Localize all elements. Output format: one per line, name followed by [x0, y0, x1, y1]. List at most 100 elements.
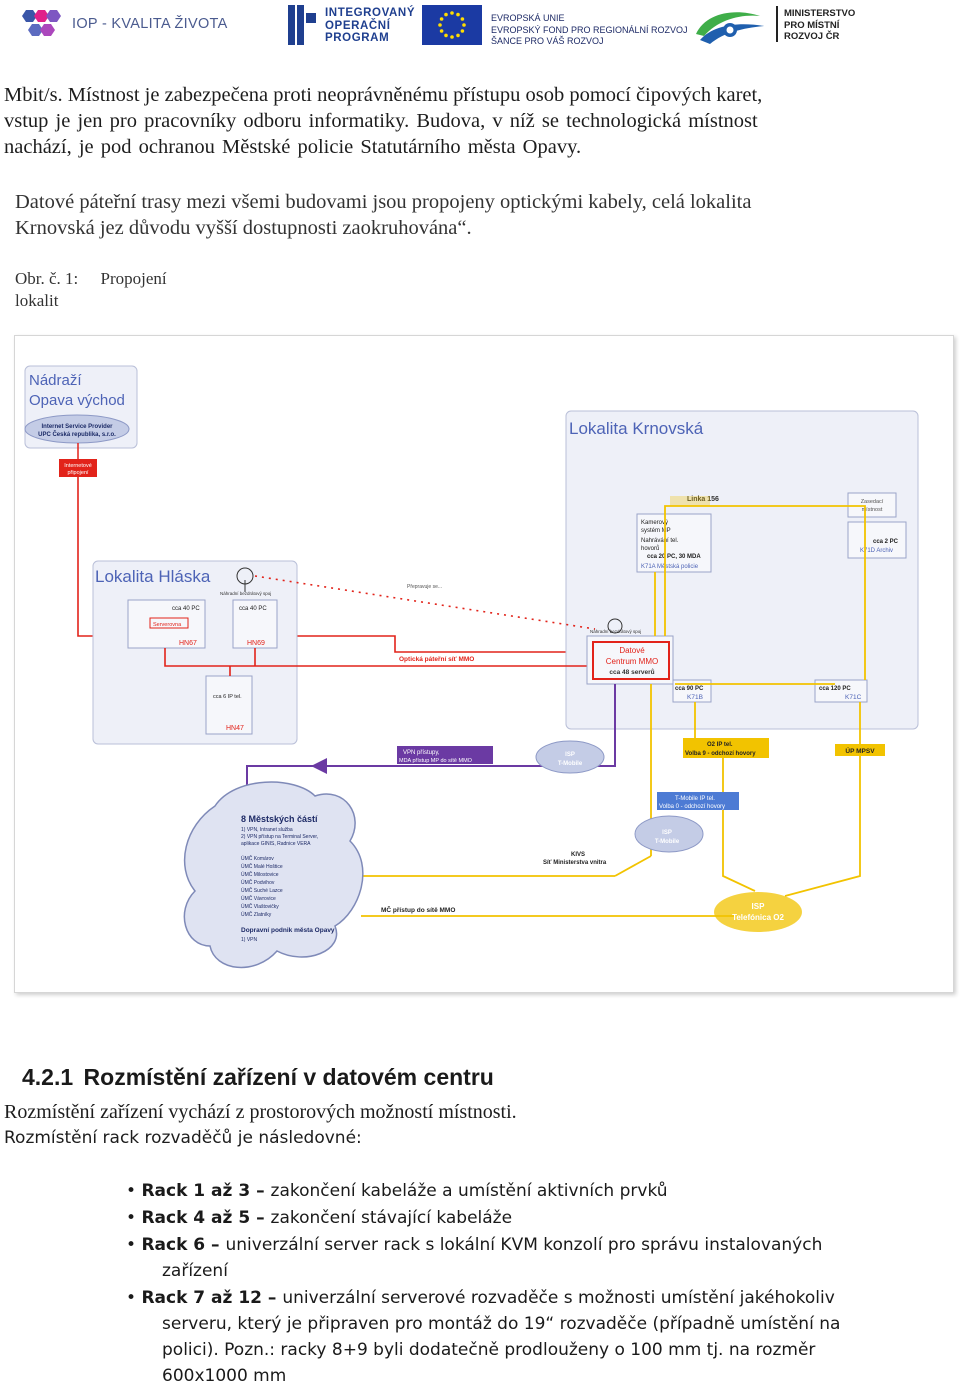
svg-text:cca 2 PC: cca 2 PC [873, 539, 899, 545]
k71c-box [814, 679, 868, 703]
svg-text:Centrum MMO: Centrum MMO [606, 657, 658, 666]
svg-text:cca 40 PC: cca 40 PC [239, 606, 267, 612]
opticka-label: Optická páteřní síť MMO [399, 656, 474, 663]
svg-text:Náhradní bezdrátový spoj: Náhradní bezdrátový spoj [220, 591, 271, 596]
network-diagram: Nádraží Opava východ Internet Service Pr… [14, 335, 954, 993]
svg-text:Náhradní bezdrátový spoj: Náhradní bezdrátový spoj [590, 629, 641, 634]
svg-text:Síť Ministerstva vnitra: Síť Ministerstva vnitra [543, 860, 607, 866]
integrovany-program-label: INTEGROVANÝ OPERAČNÍ PROGRAM [325, 7, 416, 44]
nadrazi-title: Nádraží [29, 372, 82, 389]
list-item: • Rack 1 až 3 – zakončení kabeláže a umí… [126, 1181, 668, 1201]
svg-text:cca 120 PC: cca 120 PC [819, 686, 851, 692]
list-item: • Rack 7 až 12 – univerzální serverové r… [126, 1288, 835, 1308]
svg-text:ÚMČ Vávrovice: ÚMČ Vávrovice [241, 895, 276, 902]
zasedaci-box [847, 492, 897, 518]
svg-text:Datové: Datové [619, 646, 645, 655]
hlaska-box [92, 560, 298, 745]
svg-text:cca 90 PC: cca 90 PC [675, 686, 704, 692]
krnovska-title: Lokalita Krnovská [569, 419, 704, 438]
svg-text:K71B: K71B [687, 694, 703, 701]
red-uplink-line [77, 477, 598, 653]
svg-text:VPN přístupy,: VPN přístupy, [403, 750, 440, 756]
iop-logo-icon [22, 10, 61, 36]
svg-text:2) VPN přístup na Terminal Ser: 2) VPN přístup na Terminal Server, [241, 834, 318, 840]
caption-line2: lokalit [15, 291, 59, 310]
svg-text:ÚMČ Komárov: ÚMČ Komárov [241, 855, 274, 862]
section-intro-2: Rozmístění rack rozvaděčů je následovné: [4, 1128, 362, 1148]
list-item-continuation: zařízení [162, 1261, 228, 1281]
eu-label: EVROPSKÁ UNIE EVROPSKÝ FOND PRO REGIONÁL… [491, 13, 688, 46]
svg-text:ISP: ISP [752, 902, 766, 911]
yellow-loop [664, 505, 866, 680]
svg-text:HN47: HN47 [226, 725, 244, 732]
svg-text:cca 48 serverů: cca 48 serverů [609, 668, 654, 676]
svg-text:MČ přístup do sítě MMO: MČ přístup do sítě MMO [381, 905, 455, 914]
caption-number: Obr. č. 1: [15, 269, 79, 288]
paragraph-1: Mbit/s. Místnost je zabezpečena proti ne… [4, 84, 763, 158]
svg-text:K71A Městská policie: K71A Městská policie [641, 564, 699, 570]
svg-text:O2 IP tel.: O2 IP tel. [707, 742, 733, 748]
svg-text:ÚMČ Suché Lazce: ÚMČ Suché Lazce [241, 887, 283, 894]
internet-box [59, 459, 97, 477]
isp-o2-cloud [714, 892, 802, 932]
datove-centrum-box [586, 635, 674, 685]
svg-text:ISP: ISP [565, 752, 575, 758]
kamerovy-box [636, 513, 712, 573]
rack-list: • Rack 1 až 3 – zakončení kabeláže a umí… [126, 1178, 946, 1389]
svg-text:cca 40 PC: cca 40 PC [172, 606, 200, 612]
svg-text:Volba 9 - odchozí hovory: Volba 9 - odchozí hovory [685, 751, 756, 757]
svg-text:hovorů: hovorů [641, 545, 659, 552]
vpn-box [397, 746, 493, 764]
svg-text:K71D Archiv: K71D Archiv [860, 548, 893, 554]
svg-text:ÚMČ Zlatníky: ÚMČ Zlatníky [241, 911, 272, 918]
svg-text:HN67: HN67 [179, 640, 197, 647]
paragraph-2: Datové páteřní trasy mezi všemi budovami… [15, 191, 752, 239]
list-item-continuation: 600x1000 mm [162, 1366, 287, 1386]
section-heading: 4.2.1 Rozmístění zařízení v datovém cent… [22, 1064, 494, 1091]
k71b-box [672, 679, 712, 703]
wireless-dotted-link [254, 575, 596, 630]
svg-text:aplikace GINIS, Radnice VERA: aplikace GINIS, Radnice VERA [241, 841, 311, 847]
list-item-continuation: serveru, který je připraven pro montáž d… [162, 1314, 841, 1334]
svg-text:ÚMČ Milostovice: ÚMČ Milostovice [241, 871, 279, 878]
hlaska-title: Lokalita Hláska [95, 567, 211, 586]
section-number: 4.2.1 [22, 1064, 74, 1090]
svg-text:T-Mobile: T-Mobile [655, 839, 680, 845]
svg-text:ÚMČ Malé Hoštice: ÚMČ Malé Hoštice [241, 863, 283, 870]
isp-upc-cloud [24, 414, 130, 444]
list-item: • Rack 4 až 5 – zakončení stávající kabe… [126, 1208, 513, 1228]
svg-text:připojení: připojení [67, 470, 89, 476]
mestske-casti-cloud [183, 781, 364, 968]
svg-text:Nahrávání tel.: Nahrávání tel. [641, 538, 679, 544]
nadrazi-subtitle: Opava východ [29, 392, 125, 409]
optical-backbone-line [164, 648, 597, 667]
tmobile-ip-box [657, 792, 739, 810]
svg-text:Zasedací: Zasedací [861, 499, 884, 505]
o2-box [683, 738, 769, 758]
section-title: Rozmístění zařízení v datovém centru [83, 1064, 494, 1090]
svg-text:cca 6 IP tel.: cca 6 IP tel. [213, 694, 242, 700]
svg-text:Přepravuje se...: Přepravuje se... [407, 584, 442, 590]
svg-text:Telefónica O2: Telefónica O2 [732, 913, 784, 922]
svg-text:HN69: HN69 [247, 640, 265, 647]
svg-text:ISP: ISP [662, 830, 672, 836]
svg-text:místnost: místnost [862, 507, 883, 513]
svg-text:K71C: K71C [845, 694, 862, 701]
logo-bar: IOP - KVALITA ŽIVOTA INTEGROVANÝ OPERAČN… [0, 0, 960, 50]
isp-tmobile-cloud-2 [634, 815, 704, 853]
svg-text:systém MP: systém MP [641, 528, 671, 534]
svg-text:cca 20 PC, 30 MDA: cca 20 PC, 30 MDA [647, 554, 701, 560]
svg-text:KIVS: KIVS [571, 852, 585, 858]
hn69-box [232, 599, 278, 649]
svg-text:ÚMČ Vlaštovičky: ÚMČ Vlaštovičky [241, 903, 279, 910]
list-item: • Rack 6 – univerzální server rack s lok… [126, 1235, 823, 1255]
list-item-continuation: polici). Pozn.: racky 8+9 byli dodatečně… [162, 1340, 816, 1360]
svg-text:ÚMČ Podvihov: ÚMČ Podvihov [241, 879, 275, 886]
section-intro-1: Rozmístění zařízení vychází z prostorový… [4, 1101, 517, 1123]
svg-text:1) VPN, Intranet služba: 1) VPN, Intranet služba [241, 827, 293, 833]
svg-text:Kamerový: Kamerový [641, 520, 668, 526]
isp-tmobile-cloud-1 [535, 740, 605, 774]
svg-text:MDA přístup MP do sítě MMO: MDA přístup MP do sítě MMO [399, 758, 473, 764]
caption-text: Propojení [100, 269, 167, 288]
svg-text:Dopravní podnik města Opavy: Dopravní podnik města Opavy [241, 927, 335, 934]
